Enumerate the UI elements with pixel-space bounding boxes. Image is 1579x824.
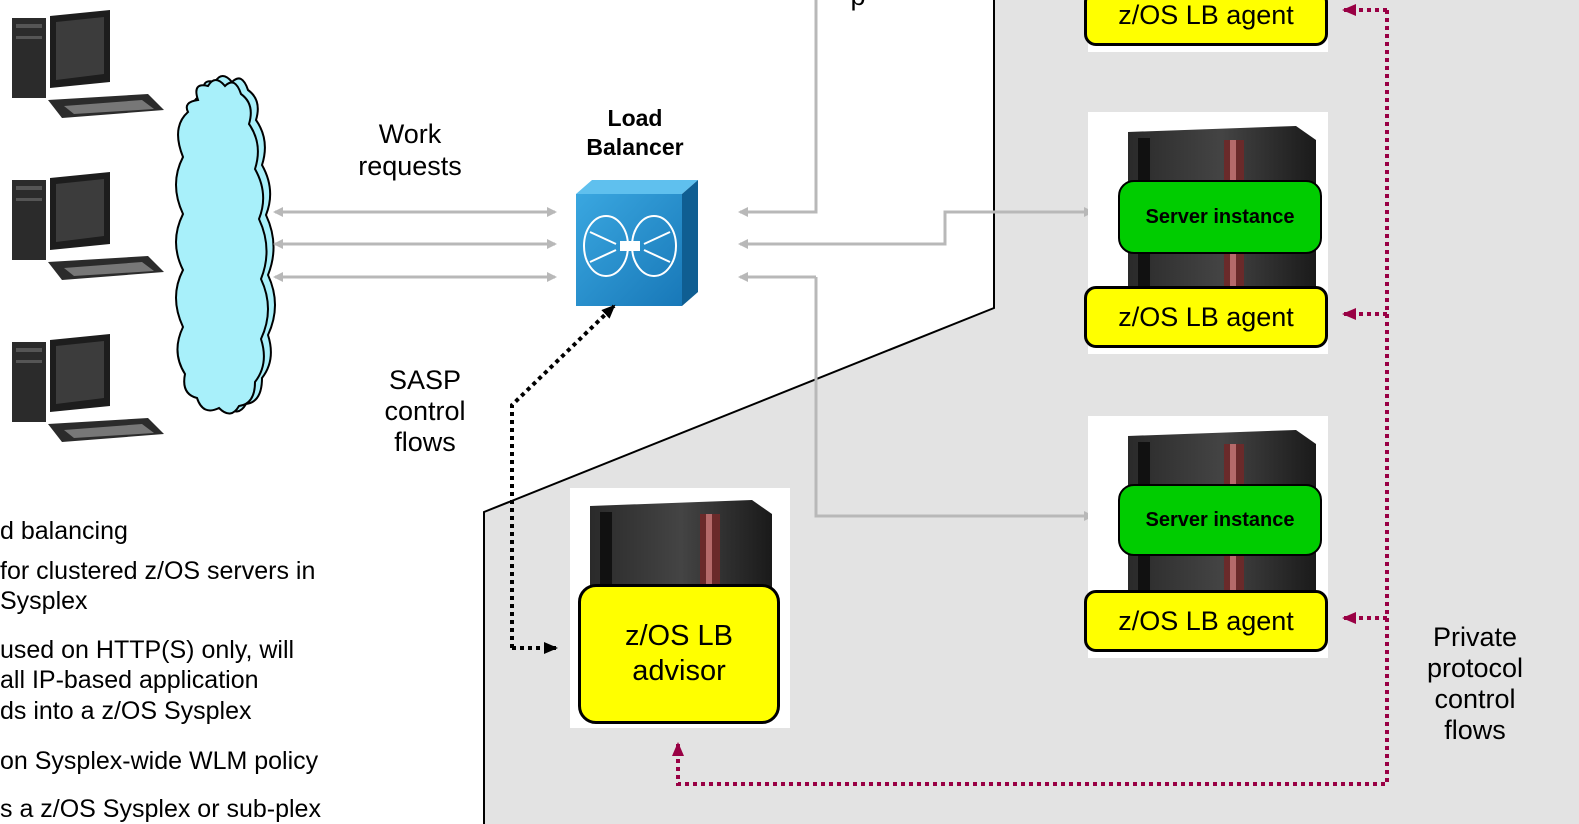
private-flow-trunk	[672, 10, 1389, 786]
lb-agent-bottom: z/OS LB agent	[1084, 590, 1328, 652]
sysplex-border	[483, 0, 995, 824]
work-requests-label: Work requests	[358, 119, 462, 181]
server-instance-bottom: Server instance	[1118, 484, 1322, 556]
bullet-line-3: Sysplex	[0, 587, 88, 615]
bullet-line-1: d balancing	[0, 517, 128, 545]
load-balancer-label: Load Balancer	[586, 105, 684, 160]
route-arrow-mid	[770, 207, 1094, 246]
bullet-line-5: all IP-based application	[0, 666, 259, 694]
workstation-icon	[12, 10, 164, 118]
lb-agent-top: z/OS LB agent	[1084, 0, 1328, 46]
bullet-line-4: used on HTTP(S) only, will	[0, 636, 295, 664]
bullet-line-6: ds into a z/OS Sysplex	[0, 697, 252, 725]
workstation-icon	[12, 334, 164, 442]
bullet-line-2: for clustered z/OS servers in	[0, 557, 316, 585]
lb-agent-mid: z/OS LB agent	[1084, 286, 1328, 348]
load-balancer-icon	[576, 180, 698, 306]
route-arrow-bottom	[814, 277, 1094, 521]
workstation-icon	[12, 172, 164, 280]
bullet-line-7: on Sysplex-wide WLM policy	[0, 747, 319, 775]
lb-advisor: z/OS LB advisor	[578, 584, 780, 724]
sasp-flow-line	[510, 304, 616, 648]
route-arrow-top	[738, 0, 818, 217]
server-instance-mid: Server instance	[1118, 180, 1322, 254]
network-cloud-icon	[175, 75, 276, 415]
sasp-label: SASP control flows	[384, 365, 466, 457]
bullet-line-8: s a z/OS Sysplex or sub-plex	[0, 795, 321, 823]
top-partial-label: p	[838, 0, 878, 12]
private-protocol-label: Private protocol control flows	[1426, 622, 1524, 745]
